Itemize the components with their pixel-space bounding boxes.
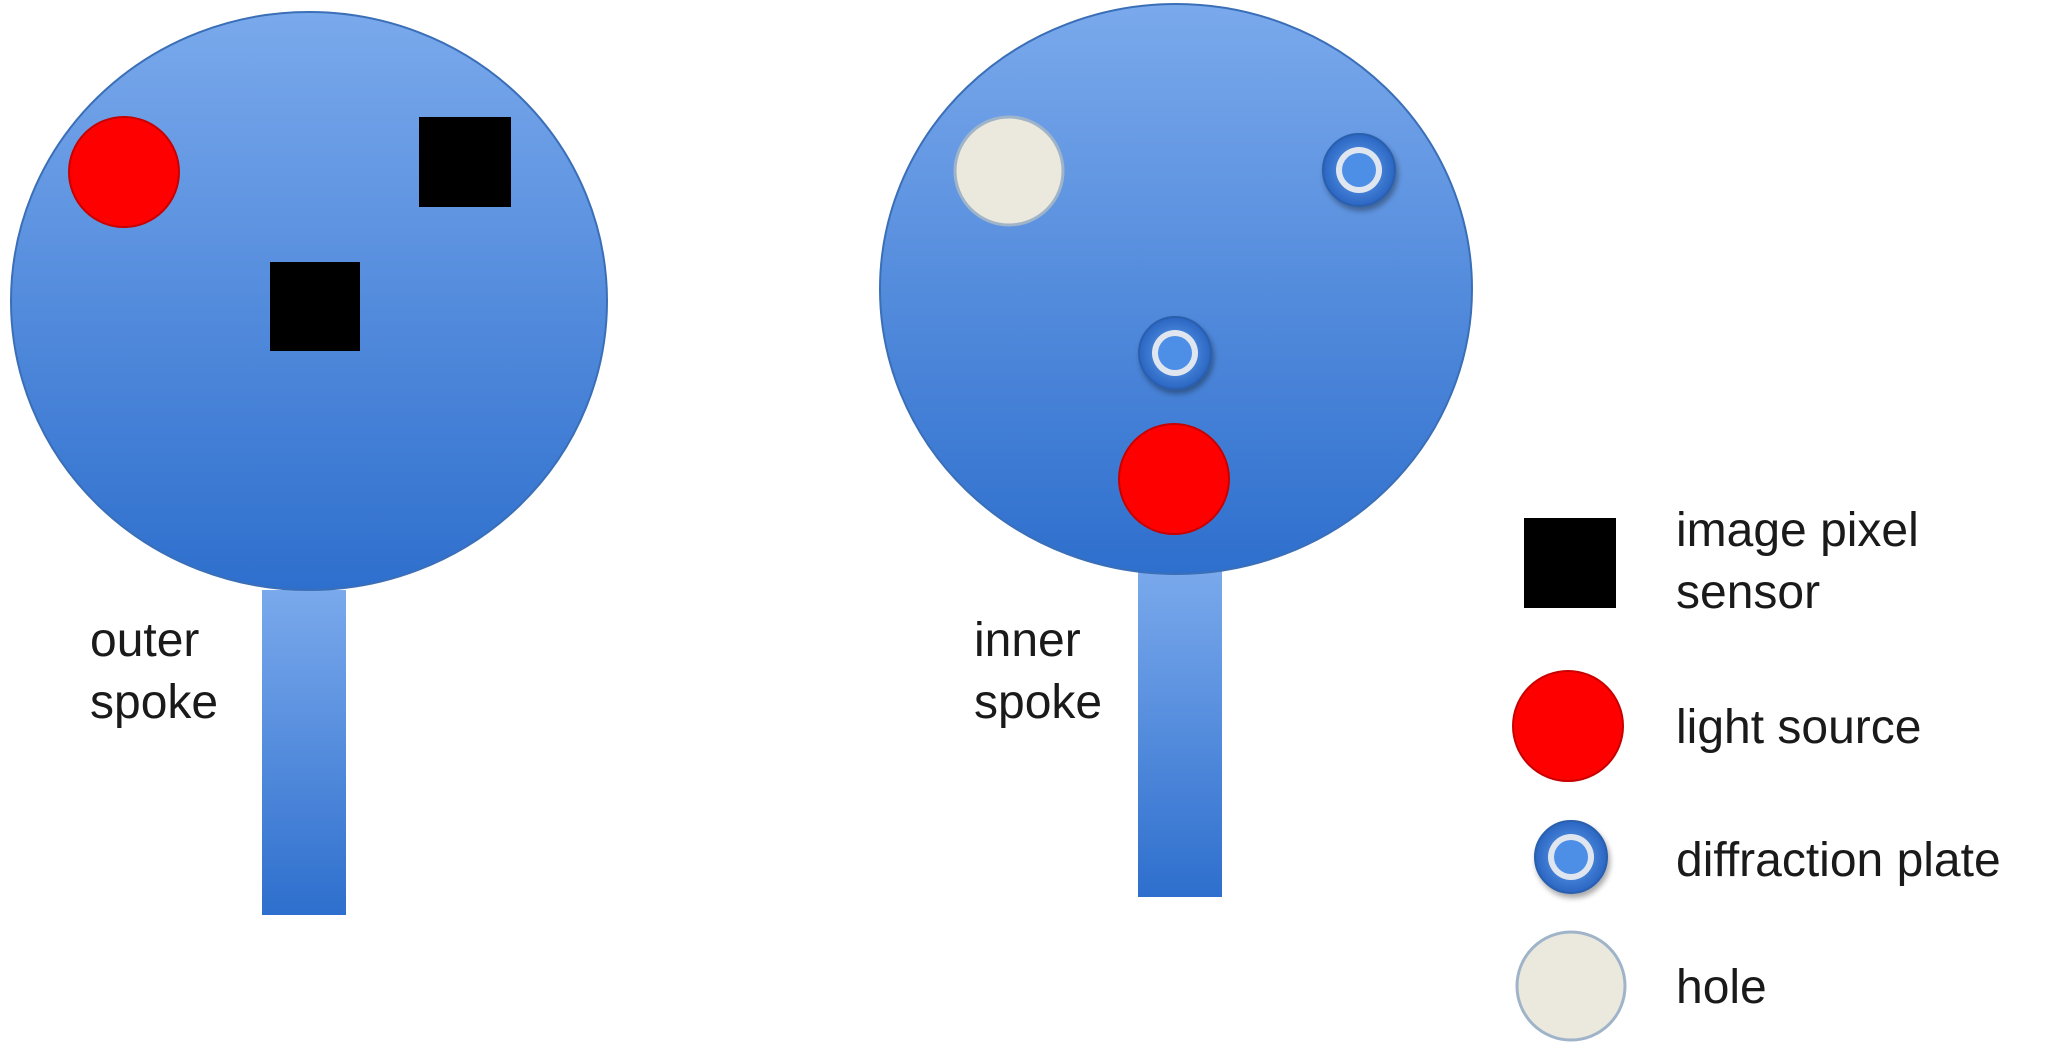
diffraction-plate-icon — [1534, 820, 1608, 894]
legend-label-light-source: light source — [1676, 701, 1922, 754]
outer-pixel-sensor-2 — [270, 262, 360, 351]
inner-hole — [953, 115, 1065, 227]
legend — [1512, 518, 1627, 1042]
outer-spoke-stem — [262, 590, 346, 915]
inner-light-source — [1118, 423, 1230, 535]
legend-label-diffraction-plate: diffraction plate — [1676, 834, 2001, 887]
outer-pixel-sensor-1 — [419, 117, 511, 207]
inner-spoke — [879, 3, 1473, 897]
outer-light-source — [68, 116, 180, 228]
inner-diffraction-plate-2 — [1138, 316, 1212, 390]
black-square-icon — [1524, 518, 1616, 608]
red-circle-icon — [1512, 670, 1624, 782]
legend-label-pixel-sensor: image pixel sensor — [1676, 504, 1919, 620]
inner-diffraction-plate-1 — [1322, 133, 1396, 207]
outer-spoke — [10, 11, 608, 915]
hole-icon — [1515, 930, 1627, 1042]
inner-spoke-label: inner spoke — [974, 614, 1103, 730]
outer-spoke-label: outer spoke — [90, 614, 219, 730]
legend-label-hole: hole — [1676, 961, 1767, 1014]
inner-spoke-stem — [1138, 570, 1222, 897]
